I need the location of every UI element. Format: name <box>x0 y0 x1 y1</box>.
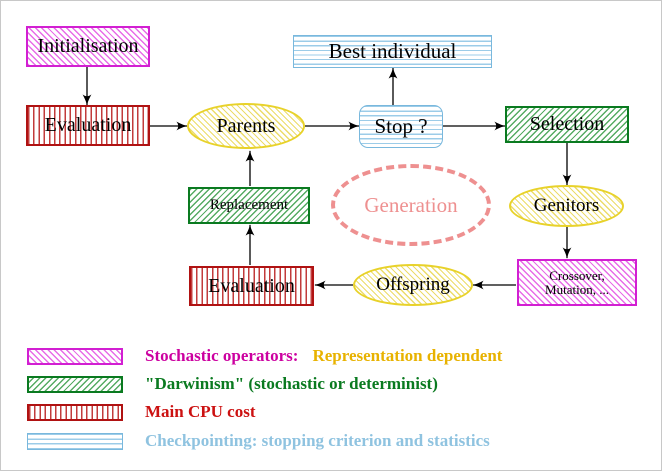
node-evaluation-bottom-label: Evaluation <box>208 274 295 297</box>
legend-label-checkpointing: Checkpointing: stopping criterion and st… <box>145 431 490 450</box>
node-initialisation-label: Initialisation <box>37 35 139 57</box>
node-evaluation-bottom[interactable]: Evaluation <box>189 266 314 306</box>
legend-label-stochastic-operators: Stochastic operators: <box>145 346 299 365</box>
node-replacement[interactable]: Replacement <box>188 187 310 224</box>
legend-swatch-red-hatch <box>27 403 123 421</box>
legend-row-stochastic: Stochastic operators: Representation dep… <box>1 343 502 369</box>
legend-label-main-cpu-cost: Main CPU cost <box>145 402 256 421</box>
node-initialisation[interactable]: Initialisation <box>26 26 150 67</box>
legend-row-darwinism: "Darwinism" (stochastic or determinist) <box>1 371 438 397</box>
node-selection[interactable]: Selection <box>505 106 629 143</box>
node-generation: Generation <box>331 164 491 246</box>
node-stop-label: Stop ? <box>374 114 428 139</box>
node-generation-label: Generation <box>364 192 458 217</box>
node-evaluation-top[interactable]: Evaluation <box>26 105 150 146</box>
node-replacement-label: Replacement <box>209 196 289 213</box>
node-offspring[interactable]: Offspring <box>353 264 473 306</box>
node-best-individual-label: Best individual <box>328 39 457 64</box>
legend-row-checkpointing: Checkpointing: stopping criterion and st… <box>1 428 490 454</box>
node-offspring-label: Offspring <box>376 274 450 296</box>
legend-label-darwinism: "Darwinism" (stochastic or determinist) <box>145 374 438 393</box>
node-stop[interactable]: Stop ? <box>359 105 443 148</box>
legend-swatch-blue-hatch <box>27 432 123 450</box>
node-genitors-label: Genitors <box>533 195 600 217</box>
diagram-connectors <box>82 67 572 290</box>
legend-swatch-green-hatch <box>27 375 123 393</box>
node-selection-label: Selection <box>529 113 605 135</box>
node-best-individual[interactable]: Best individual <box>293 35 492 68</box>
node-parents-label: Parents <box>216 114 276 137</box>
node-crossover-mutation[interactable]: Crossover, Mutation, ... <box>517 259 637 306</box>
node-parents[interactable]: Parents <box>187 103 305 149</box>
node-evaluation-top-label: Evaluation <box>44 114 132 136</box>
node-genitors[interactable]: Genitors <box>509 185 624 227</box>
legend-row-cpu-cost: Main CPU cost <box>1 399 255 425</box>
legend-swatch-magenta-hatch <box>27 347 123 365</box>
legend-label-representation-dependent: Representation dependent <box>312 346 503 365</box>
node-crossover-line1: Crossover, <box>549 267 605 283</box>
node-crossover-line2: Mutation, ... <box>545 281 609 297</box>
